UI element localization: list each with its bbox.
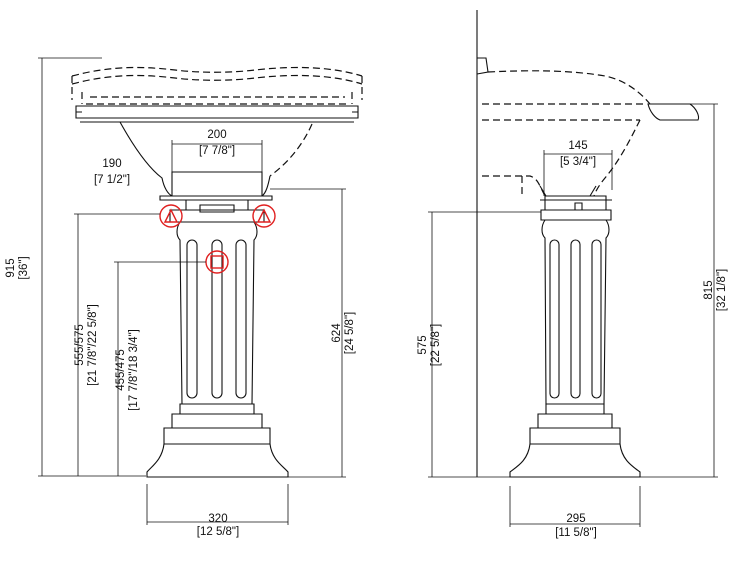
front-pedestal-column (176, 221, 258, 405)
front-dim-drain-height: 555/575 [21 7/8"/22 5/8"] (74, 213, 160, 476)
dim-455-475-label: 455/475 (115, 349, 127, 391)
dim-295-inch-label: [11 5/8"] (555, 527, 597, 539)
dim-200-label: 200 (207, 129, 226, 141)
side-dim-neck-depth: 145 [5 3/4"] (543, 140, 613, 196)
dim-555-575-inch-label: [21 7/8"/22 5/8"] (87, 304, 99, 386)
front-dim-supply-height: 455/475 [17 7/8"/18 3/4"] (114, 261, 206, 476)
side-pedestal-column (541, 219, 610, 405)
dim-555-575-label: 555/575 (74, 324, 86, 366)
dim-145-inch-label: [5 3/4"] (560, 156, 596, 168)
side-dim-base-depth: 295 [11 5/8"] (509, 486, 641, 539)
front-basin (71, 66, 363, 197)
front-dim-base-width: 320 [12 5/8"] (146, 484, 289, 538)
side-view: 145 [5 3/4"] 575 [22 5/8"] 815 [32 1/8"]… (417, 10, 728, 539)
dim-624-label: 624 (331, 323, 343, 343)
dim-190-inch-label: [7 1/2"] (94, 174, 130, 186)
dim-915-label: 915 (5, 258, 17, 277)
dim-145-label: 145 (568, 140, 587, 152)
left-supply-marker (159, 204, 183, 228)
front-dim-pedestal-height: 624 [24 5/8"] (270, 188, 356, 478)
drain-marker (205, 250, 229, 274)
front-dim-overall-height: 915 [36"] (5, 57, 146, 477)
side-dim-overall-height: 815 [32 1/8"] (640, 103, 728, 478)
front-dim-neck-width: 190 [7 1/2"] (94, 158, 130, 186)
front-pedestal-cap (159, 171, 273, 223)
dim-575-inch-label: [22 5/8"] (430, 324, 442, 366)
side-dim-pedestal-height: 575 [22 5/8"] (417, 211, 541, 478)
dim-320-inch-label: [12 5/8"] (197, 526, 239, 538)
dim-624-inch-label: [24 5/8"] (344, 312, 356, 354)
right-supply-marker (252, 204, 276, 228)
side-basin (476, 57, 700, 197)
dim-200-inch-label: [7 7/8"] (199, 145, 235, 157)
front-dim-top-width: 200 [7 7/8"] (171, 129, 263, 172)
dim-190-label: 190 (102, 158, 121, 170)
dim-295-label: 295 (566, 513, 585, 525)
side-pedestal-base (509, 403, 641, 478)
dim-815-label: 815 (703, 280, 715, 299)
side-pedestal-cap (540, 195, 612, 221)
dim-815-inch-label: [32 1/8"] (716, 269, 728, 311)
dim-915-inch-label: [36"] (18, 256, 30, 279)
front-pedestal-base (146, 403, 289, 478)
dim-575-label: 575 (417, 335, 429, 354)
front-connection-markers (159, 204, 276, 274)
front-view: 915 [36"] 200 [7 7/8"] 190 [7 1/2"] 555/… (5, 57, 363, 538)
dim-455-475-inch-label: [17 7/8"/18 3/4"] (128, 329, 140, 411)
dim-320-label: 320 (208, 513, 227, 525)
